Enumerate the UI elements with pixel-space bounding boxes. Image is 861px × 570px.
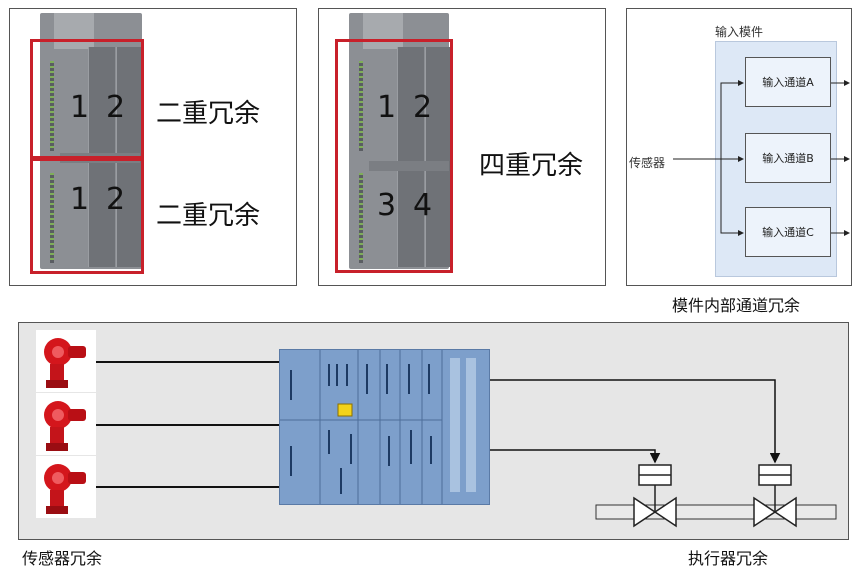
quad-redundancy-panel: 1 2 3 4 四重冗余: [318, 8, 606, 286]
sensor-3: [36, 456, 96, 518]
channel-redundancy-caption: 模件内部通道冗余: [672, 296, 801, 315]
controller-cabinet: [279, 349, 490, 505]
module-number: 1: [70, 90, 90, 125]
cabinet-modules: [280, 350, 476, 504]
valve-1: [633, 464, 677, 528]
dual-label-bottom: 二重冗余: [156, 201, 261, 231]
module-number: 2: [106, 90, 126, 125]
actuator-redundancy-caption: 执行器冗余: [688, 549, 769, 568]
sensor-redundancy-caption: 传感器冗余: [22, 549, 103, 568]
input-module-title: 输入模件: [715, 25, 764, 39]
module-number: 3: [377, 188, 397, 223]
input-channel-c: 输入通道C: [745, 207, 831, 257]
module-number: 2: [106, 182, 126, 217]
module-number: 4: [413, 188, 433, 223]
sensor-icon: [44, 338, 86, 388]
plc-module-quad: [349, 13, 450, 269]
input-channel-b: 输入通道B: [745, 133, 831, 183]
channel-redundancy-panel: 输入模件 传感器 输入通道A 输入通道B 输入通道C: [626, 8, 852, 286]
sensor-label: 传感器: [629, 156, 666, 170]
dual-label-top: 二重冗余: [156, 99, 261, 129]
redundancy-box-bottom: [30, 156, 144, 274]
redundancy-box-top: [30, 39, 144, 161]
module-number: 1: [377, 90, 397, 125]
module-number: 2: [413, 90, 433, 125]
sensor-1: [36, 330, 96, 392]
valve-2: [753, 464, 797, 528]
input-channel-a: 输入通道A: [745, 57, 831, 107]
sensor-icon: [44, 464, 86, 514]
dual-redundancy-panel: 1 2 1 2 二重冗余 二重冗余: [9, 8, 297, 286]
module-number: 1: [70, 182, 90, 217]
quad-label: 四重冗余: [479, 151, 584, 181]
sensor-2: [36, 393, 96, 455]
redundancy-box-quad: [335, 39, 453, 273]
channel-wiring: [673, 80, 850, 236]
sensor-icon: [44, 401, 86, 451]
